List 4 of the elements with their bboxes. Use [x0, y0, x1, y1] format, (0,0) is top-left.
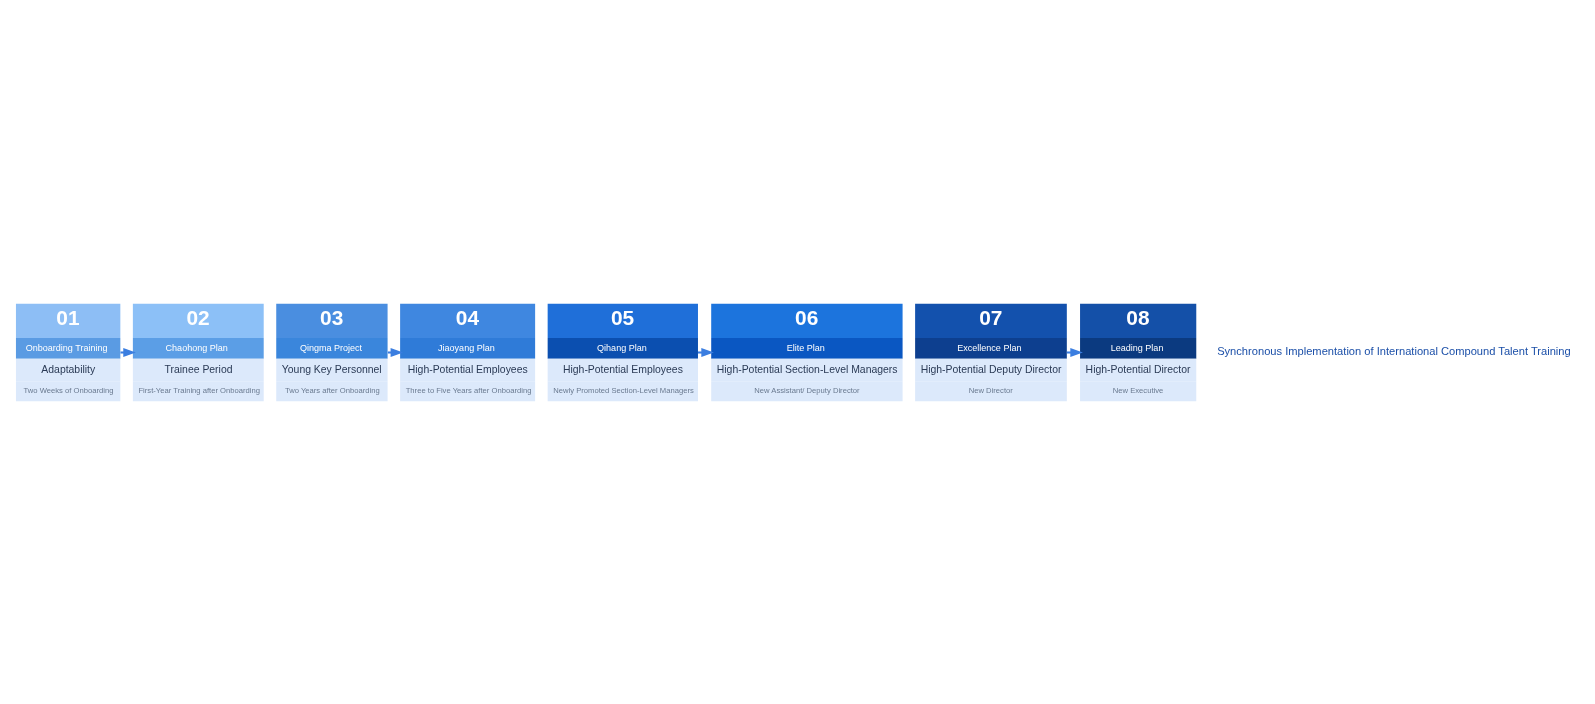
arrow: [387, 347, 404, 357]
label: Synchronous Implementation of International Compound Talent Training: [1217, 344, 1571, 357]
arrow: [698, 347, 714, 357]
arrow: [1067, 347, 1083, 357]
